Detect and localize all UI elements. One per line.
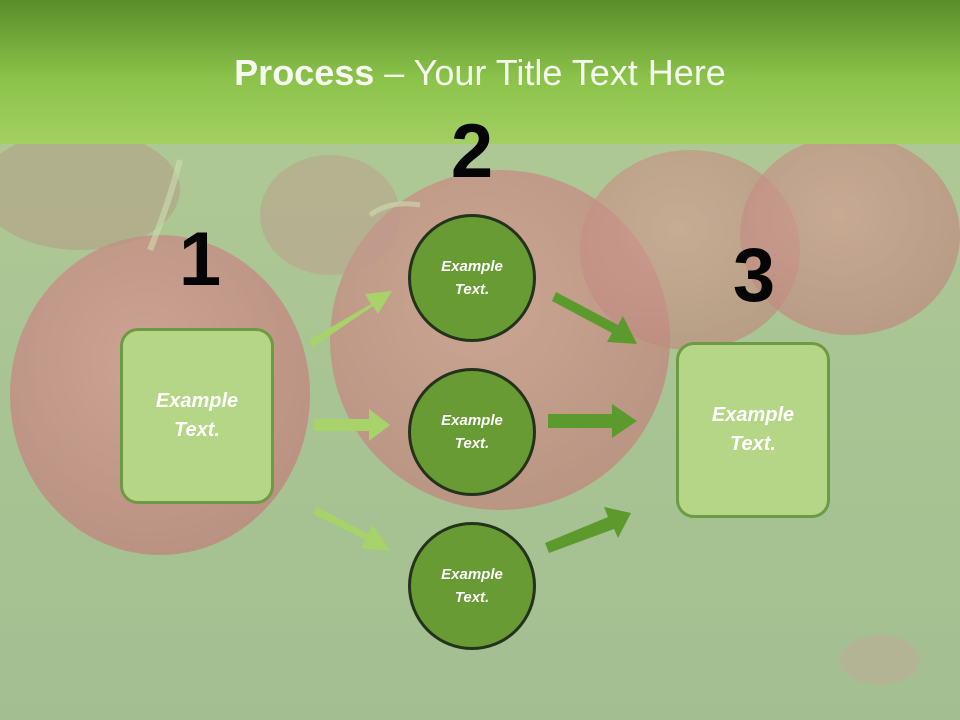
- title-bar: [0, 0, 960, 144]
- slide-title: Process – Your Title Text Here: [0, 52, 960, 94]
- arrow-top-to-3: [552, 292, 637, 344]
- step-3-text: Example Text.: [711, 404, 795, 455]
- step-2-circle-bottom[interactable]: Example Text.: [408, 522, 536, 650]
- step-2-circle-middle-text: Example Text.: [441, 412, 503, 452]
- arrow-1-to-bottom: [313, 507, 390, 551]
- arrow-1-to-top: [309, 291, 392, 347]
- step-number-3: 3: [732, 233, 776, 318]
- step-2-circle-middle[interactable]: Example Text.: [408, 368, 536, 496]
- title-rest: – Your Title Text Here: [374, 52, 726, 93]
- arrow-1-to-middle: [314, 409, 390, 441]
- title-bold: Process: [234, 52, 375, 93]
- step-2-circle-top[interactable]: Example Text.: [408, 214, 536, 342]
- step-2-circle-bottom-text: Example Text.: [441, 566, 503, 606]
- step-2-circle-top-text: Example Text.: [441, 258, 503, 298]
- step-1-text: Example Text.: [155, 390, 239, 441]
- arrow-middle-to-3: [548, 404, 637, 438]
- step-number-2: 2: [450, 109, 494, 194]
- step-1-box[interactable]: Example Text.: [120, 328, 274, 504]
- step-3-box[interactable]: Example Text.: [676, 342, 830, 518]
- arrow-bottom-to-3: [545, 507, 631, 553]
- step-number-1: 1: [178, 217, 222, 302]
